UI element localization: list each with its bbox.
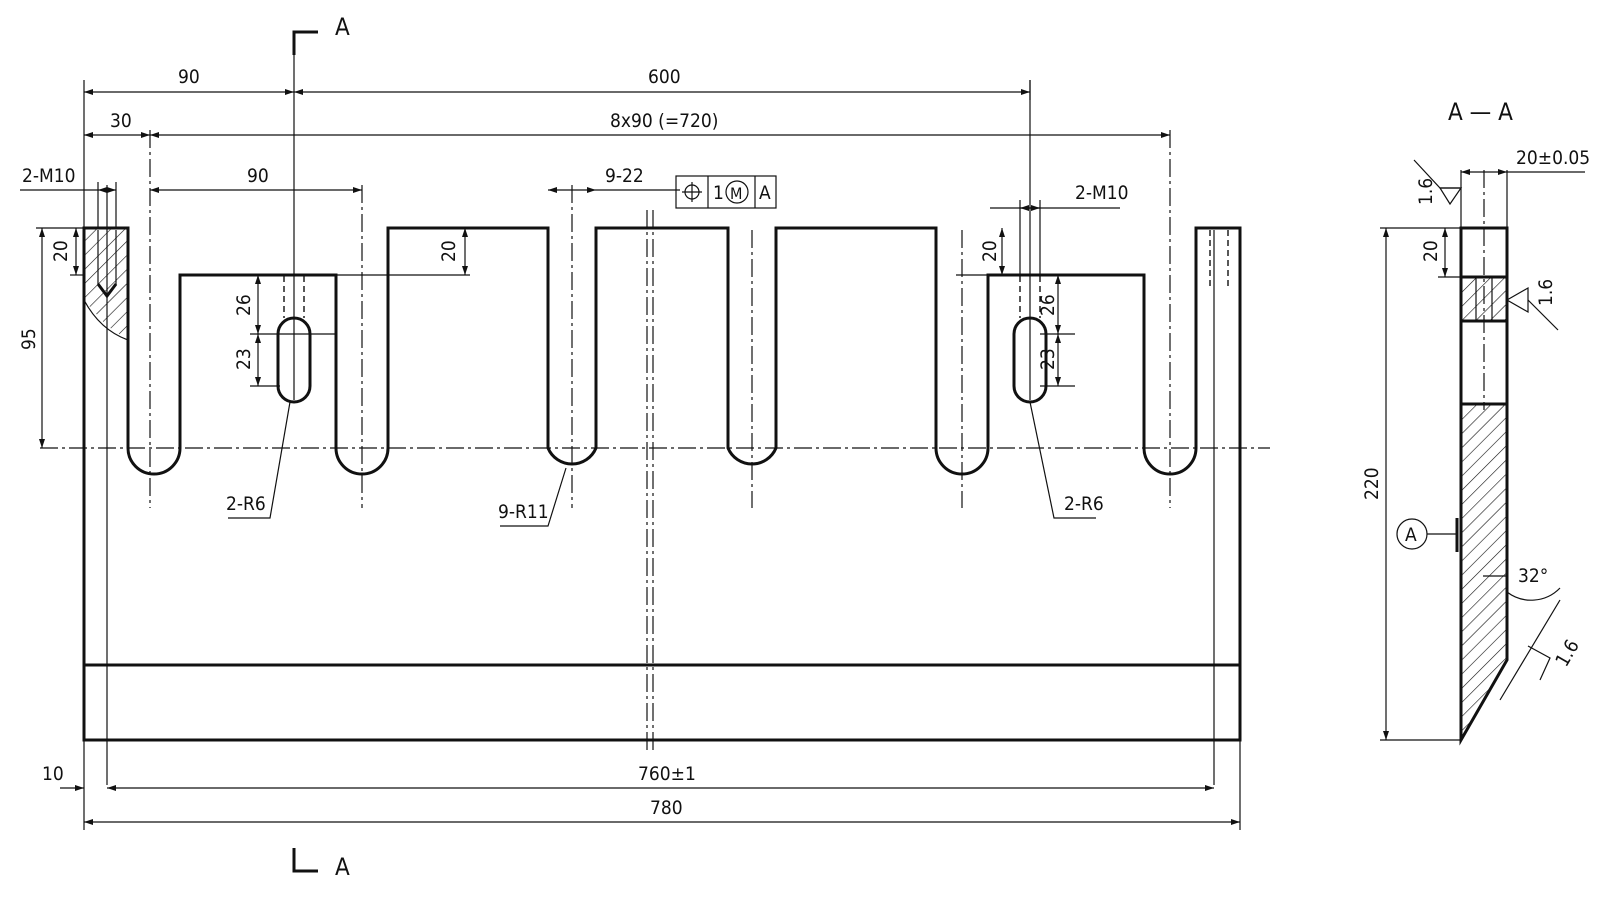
fcf-modifier-circle <box>725 180 749 204</box>
leader-r6-left <box>228 401 291 519</box>
dim-20tol: 20±0.05 <box>1516 147 1590 169</box>
callout-r11: 9-R11 <box>498 501 549 523</box>
section-title: A — A <box>1448 98 1513 126</box>
dim-20-left: 20 <box>50 240 72 262</box>
m10-left-break-line <box>83 299 129 341</box>
datum-label: A <box>1405 524 1417 546</box>
front-view <box>40 40 1270 785</box>
fcf-datum: A <box>759 182 771 204</box>
dim-30: 30 <box>110 110 132 132</box>
callout-r6-right: 2-R6 <box>1064 493 1104 515</box>
tolerance-frame: 1 M A <box>675 175 777 209</box>
dim-95: 95 <box>18 328 40 350</box>
leader-r11 <box>500 467 567 527</box>
finish-mid-stem <box>1527 299 1559 331</box>
finish-bevel-leader <box>1499 599 1561 701</box>
angle-arc <box>1506 587 1561 601</box>
dim-760: 760±1 <box>638 763 696 785</box>
section-hatch-lower <box>1461 404 1507 740</box>
dim-780: 780 <box>650 797 683 819</box>
dim-20-mid: 20 <box>438 240 460 262</box>
dim-32deg: 32° <box>1518 565 1548 587</box>
dim-600: 600 <box>648 66 681 88</box>
finish-top-value: 1.6 <box>1415 178 1437 205</box>
section-letter-top: A <box>335 13 350 41</box>
dim-220: 220 <box>1361 467 1383 500</box>
section-view: A — A 20±0.05 1.6 20 1.6 220 <box>1361 98 1590 746</box>
fcf-border <box>675 175 777 209</box>
left-hole-hatch <box>84 228 128 340</box>
finish-top-icon <box>1438 187 1463 206</box>
dim-20-right: 20 <box>979 240 1001 262</box>
dim-side-20: 20 <box>1420 240 1442 262</box>
dim-23-right: 23 <box>1037 348 1059 370</box>
position-icon <box>682 182 702 202</box>
section-letter-bottom: A <box>335 853 350 881</box>
front-dimensions: 90 600 30 8x90 (=720) 90 2-M10 9-22 <box>18 66 1241 830</box>
dim-26-left: 26 <box>233 294 255 316</box>
finish-bevel-icon <box>1527 645 1551 681</box>
section-marks: A A <box>292 13 350 881</box>
fcf-modifier: M <box>730 184 742 203</box>
fcf-value: 1 <box>713 182 724 204</box>
dim-90-top: 90 <box>178 66 200 88</box>
callout-m10-right: 2-M10 <box>1075 182 1129 204</box>
dim-10: 10 <box>42 763 64 785</box>
section-cut-bottom <box>292 848 318 873</box>
leader-r6-right <box>1029 401 1096 519</box>
dim-9-22: 9-22 <box>605 165 644 187</box>
dim-8x90: 8x90 (=720) <box>610 110 718 132</box>
finish-mid-value: 1.6 <box>1535 279 1557 306</box>
section-outline <box>1459 226 1509 746</box>
callout-r6-left: 2-R6 <box>226 493 266 515</box>
section-cut-top <box>292 30 318 55</box>
callout-m10-left: 2-M10 <box>22 165 76 187</box>
dim-90-second: 90 <box>247 165 269 187</box>
finish-bevel-value: 1.6 <box>1551 636 1584 671</box>
dim-23-left: 23 <box>233 348 255 370</box>
dim-26-right: 26 <box>1037 294 1059 316</box>
finish-mid-icon <box>1505 286 1529 314</box>
